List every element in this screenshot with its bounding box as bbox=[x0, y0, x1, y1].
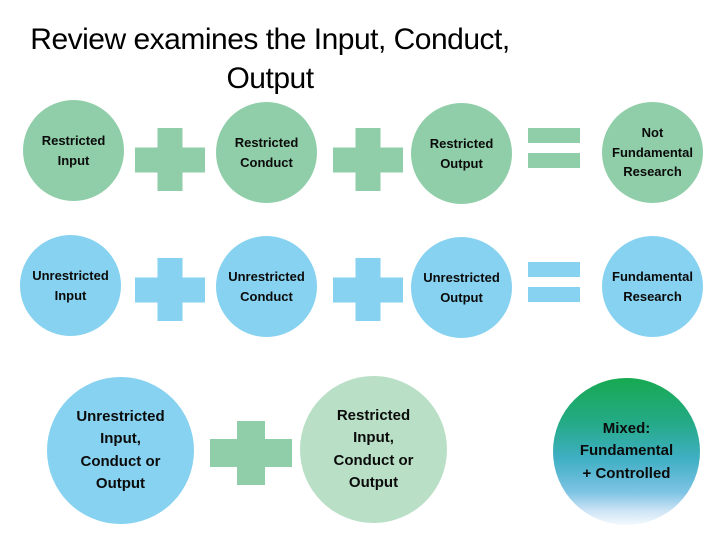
circle-label: Restricted Conduct bbox=[234, 135, 299, 170]
restricted-output-circle: Restricted Output bbox=[411, 103, 512, 204]
restricted-input-circle: Restricted Input bbox=[23, 100, 124, 201]
plus-icon bbox=[333, 128, 403, 191]
plus-icon bbox=[135, 128, 205, 191]
unrestricted-conduct-circle: Unrestricted Conduct bbox=[216, 236, 317, 337]
unrestricted-input-circle: Unrestricted Input bbox=[20, 235, 121, 336]
restricted-any-circle: Restricted Input, Conduct or Output bbox=[300, 376, 447, 523]
circle-label: Unrestricted Output bbox=[423, 270, 500, 305]
circle-label: Unrestricted Input, Conduct or Output bbox=[76, 407, 165, 493]
equals-icon bbox=[528, 262, 580, 302]
circle-label: Not Fundamental Research bbox=[612, 125, 693, 180]
circle-label: Restricted Input, Conduct or Output bbox=[333, 406, 414, 492]
unrestricted-any-circle: Unrestricted Input, Conduct or Output bbox=[47, 377, 194, 524]
slide-title: Review examines the Input, Conduct, Outp… bbox=[30, 23, 510, 95]
restricted-conduct-circle: Restricted Conduct bbox=[216, 102, 317, 203]
circle-label: Restricted Output bbox=[429, 136, 494, 171]
circle-label: Restricted Input bbox=[41, 133, 106, 168]
plus-icon bbox=[135, 258, 205, 321]
circle-label: Mixed: Fundamental + Controlled bbox=[579, 419, 674, 482]
equals-icon bbox=[528, 128, 580, 168]
plus-icon bbox=[333, 258, 403, 321]
circle-label: Unrestricted Input bbox=[32, 268, 109, 303]
circle-label: Fundamental Research bbox=[612, 269, 693, 304]
fundamental-research-circle: Fundamental Research bbox=[602, 236, 703, 337]
circle-label: Unrestricted Conduct bbox=[228, 269, 305, 304]
not-fundamental-research-circle: Not Fundamental Research bbox=[602, 102, 703, 203]
mixed-result-circle: Mixed: Fundamental + Controlled bbox=[553, 378, 700, 525]
unrestricted-output-circle: Unrestricted Output bbox=[411, 237, 512, 338]
plus-icon bbox=[210, 421, 292, 485]
